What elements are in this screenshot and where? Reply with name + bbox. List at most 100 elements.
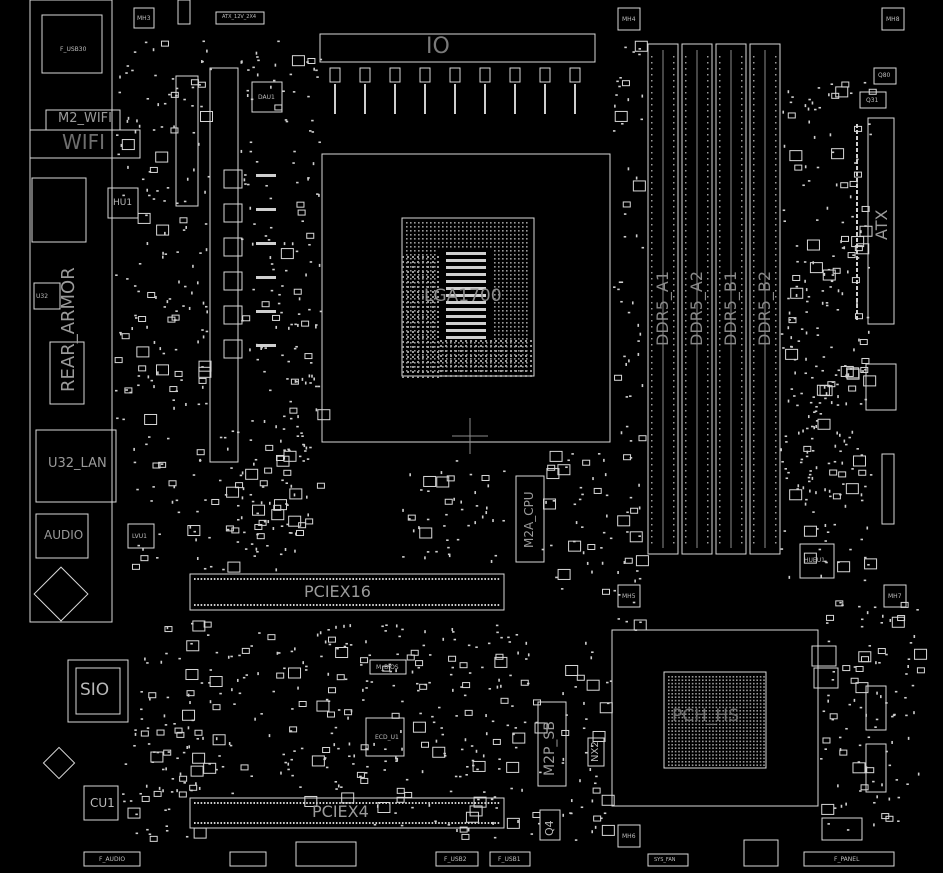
socket-pin [438,350,440,352]
land-pad [495,355,497,357]
dimm-pin [651,170,653,172]
smd-part [805,498,808,501]
dimm-pin [707,218,709,220]
smd-part [511,705,514,707]
pch-ball [671,761,673,763]
smd-part [197,403,201,406]
pch-ball [722,696,724,698]
smd-part [888,797,891,801]
pcie-pin [223,578,226,580]
land-pad [437,271,439,273]
ic-package [565,664,579,676]
smd-part [807,295,811,298]
dimm-pin [775,398,777,400]
pcie-pin [246,822,249,824]
smd-package [149,166,158,173]
pch-ball [674,679,677,681]
socket-pin [426,262,428,264]
smd-part [857,761,861,763]
pcie-pin [332,604,335,606]
dimm-pin [651,62,653,64]
mh7-label: MH7 [888,593,902,600]
socket-pin [478,222,480,224]
socket-pin [414,302,416,304]
pch-ball [746,689,748,692]
socket-pin [502,334,504,336]
pcie-pin [385,578,387,580]
dimm-pin [753,380,755,382]
pch-ball [732,699,735,702]
land-pad [422,271,424,273]
dimm-pin [673,524,675,526]
land-pad [407,326,409,328]
smd-part [493,836,497,839]
dimm-pin [707,380,709,382]
dimm-pin [741,338,743,340]
socket-pin [526,258,528,260]
smd-part [585,718,588,720]
dimm-pin [685,296,687,298]
pcie-pin [421,822,424,824]
smd-part [126,119,129,123]
socket-pin [498,322,500,324]
land-pad [530,360,532,362]
smd-part [174,348,178,351]
smd-part [427,490,430,493]
pcie-pin [220,604,222,606]
pch-ball [708,747,711,749]
smd-part [784,468,787,470]
pch-ball [691,733,694,736]
ic-package [851,236,865,248]
smd-part [137,544,140,547]
socket-pin [506,266,508,268]
dimm-pin [775,386,777,388]
smd-part [325,698,329,701]
dimm-pin [753,170,755,172]
smd-part [570,799,573,803]
smd-part [260,346,263,349]
smd-package [827,381,836,388]
pch-ball [708,761,711,763]
socket-pin [514,234,516,236]
land-pad [402,256,404,258]
socket-pin [430,322,432,324]
smd-part [296,435,300,437]
land-pad [495,345,497,347]
socket-pin [430,222,432,224]
pch-ball [722,757,724,760]
dimm-pin [673,272,675,274]
land-pad [412,366,414,368]
pch-ball [756,761,758,763]
smd-part [395,760,398,762]
smd-part [445,513,448,516]
dimm-pin [719,92,721,94]
smd-part [256,56,259,58]
smd-part [297,323,299,327]
socket-pin [518,322,520,324]
pcie-pin [359,604,361,606]
dimm-pin [719,290,721,292]
dimm-pin [753,518,755,520]
dimm-pin [685,338,687,340]
socket-pin [442,230,444,232]
land-pad [475,360,477,362]
dimm-pin [741,248,743,250]
smd-part [832,670,836,673]
smd-package [274,104,283,111]
pch-ball [705,720,707,722]
smd-part [182,229,186,231]
smd-part [319,631,322,635]
smd-part [276,651,279,655]
dimm-pin [741,188,743,190]
smd-package [464,709,473,716]
smd-part [517,820,519,824]
socket-pin [406,242,408,244]
ic-package [288,515,302,527]
smd-part [876,795,878,799]
smd-part [165,829,169,832]
smd-part [916,609,919,611]
smd-part [337,747,340,750]
socket-pin [510,294,512,296]
smd-part [253,462,255,466]
smd-part [417,689,420,692]
